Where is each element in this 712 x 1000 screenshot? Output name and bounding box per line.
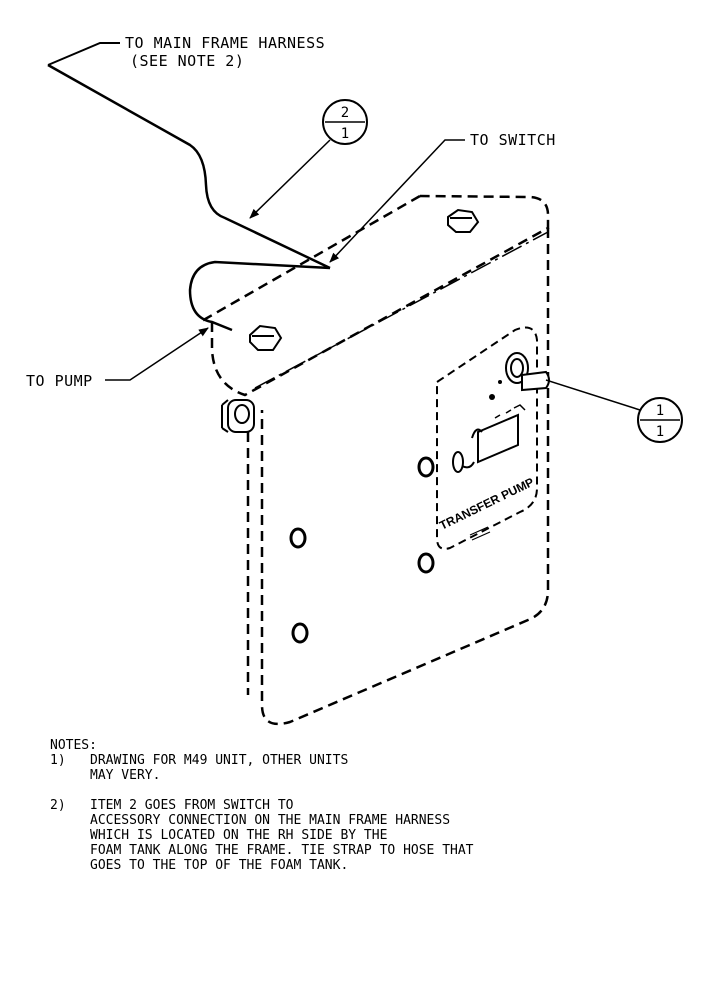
note-2-number: 2) <box>50 798 66 813</box>
bend-centerline <box>254 231 549 389</box>
callout-main-harness-line2: (SEE NOTE 2) <box>130 52 244 70</box>
callout-to-switch: TO SWITCH <box>470 131 556 149</box>
rocker-switch <box>505 352 550 392</box>
balloon-item-2 <box>249 99 368 219</box>
mounting-holes <box>289 456 435 644</box>
notes-section: NOTES: 1) DRAWING FOR M49 UNIT, OTHER UN… <box>50 738 690 873</box>
bracket-plate <box>199 194 550 726</box>
notes-heading: NOTES: <box>50 738 97 753</box>
side-grommet <box>221 399 255 433</box>
leader-main-harness <box>47 42 120 66</box>
balloon-1-item: 1 <box>656 403 664 419</box>
balloon-2-qty: 1 <box>341 126 349 142</box>
leader-to-pump <box>105 327 209 381</box>
balloon-item-1 <box>545 379 683 443</box>
bolt-hex-1 <box>447 208 480 233</box>
bolt-hex-2 <box>249 324 283 351</box>
balloon-2-item: 2 <box>341 105 349 121</box>
callout-main-harness-line1: TO MAIN FRAME HARNESS <box>125 34 325 52</box>
note-2-text: ITEM 2 GOES FROM SWITCH TO ACCESSORY CON… <box>90 798 474 873</box>
note-1: 1) DRAWING FOR M49 UNIT, OTHER UNITS MAY… <box>50 753 690 783</box>
leader-to-switch <box>329 139 465 263</box>
pump-wire <box>188 260 331 332</box>
balloon-1-qty: 1 <box>656 424 664 440</box>
hour-meter <box>452 404 526 473</box>
note-1-text: DRAWING FOR M49 UNIT, OTHER UNITS MAY VE… <box>90 753 349 783</box>
harness-wire <box>47 63 331 270</box>
switch-panel: TRANSFER PUMP <box>436 326 550 550</box>
indicator-light <box>489 394 495 400</box>
callout-to-pump: TO PUMP <box>26 372 93 390</box>
panel-label: TRANSFER PUMP <box>437 475 536 533</box>
note-2: 2) ITEM 2 GOES FROM SWITCH TO ACCESSORY … <box>50 798 690 873</box>
note-1-number: 1) <box>50 753 66 768</box>
